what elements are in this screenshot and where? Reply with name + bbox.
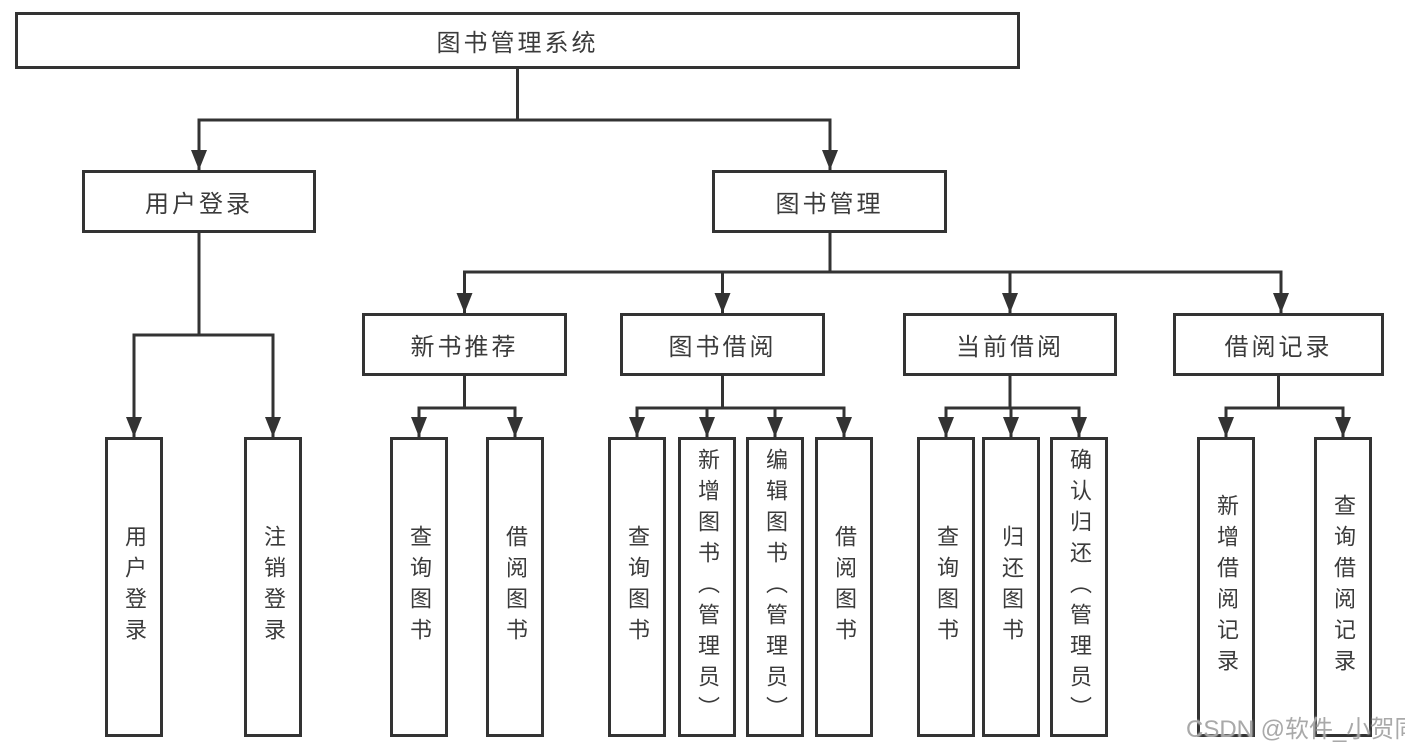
leaf-user-login-label: 用户登录 — [122, 525, 147, 649]
leaf-query-borrow-record-label: 查询借阅记录 — [1331, 494, 1356, 680]
leaf-borrow-books-label: 借阅图书 — [832, 525, 857, 649]
leaf-return-book-label: 归还图书 — [999, 525, 1024, 649]
node-borrow-record-label: 借阅记录 — [1224, 334, 1333, 361]
node-borrow-record: 借阅记录 — [1173, 313, 1384, 376]
leaf-add-borrow-record: 新增借阅记录 — [1197, 437, 1255, 737]
leaf-edit-book-admin: 编辑图书（管理员） — [746, 437, 804, 737]
node-book-management: 图书管理 — [712, 170, 947, 233]
leaf-logout-label: 注销登录 — [261, 525, 286, 649]
node-current-borrow: 当前借阅 — [903, 313, 1117, 376]
leaf-add-book-admin: 新增图书（管理员） — [678, 437, 736, 737]
leaf-confirm-return-admin: 确认归还（管理员） — [1050, 437, 1108, 737]
node-root-system: 图书管理系统 — [15, 12, 1020, 69]
leaf-edit-book-admin-label: 编辑图书（管理员） — [763, 447, 788, 727]
leaf-query-books-recommend-label: 查询图书 — [407, 525, 432, 649]
node-root-label: 图书管理系统 — [436, 30, 599, 57]
node-book-borrow: 图书借阅 — [620, 313, 825, 376]
leaf-query-books-borrow-label: 查询图书 — [625, 525, 650, 649]
leaf-query-books-recommend: 查询图书 — [390, 437, 448, 737]
leaf-borrow-books-recommend: 借阅图书 — [486, 437, 544, 737]
node-book-management-label: 图书管理 — [775, 191, 884, 218]
node-book-borrow-label: 图书借阅 — [668, 334, 777, 361]
leaf-add-borrow-record-label: 新增借阅记录 — [1214, 494, 1239, 680]
leaf-confirm-return-admin-label: 确认归还（管理员） — [1067, 447, 1092, 727]
node-user-login: 用户登录 — [82, 170, 316, 233]
node-new-book-recommend-label: 新书推荐 — [410, 334, 519, 361]
leaf-query-borrow-record: 查询借阅记录 — [1314, 437, 1372, 737]
leaf-query-books-current: 查询图书 — [917, 437, 975, 737]
leaf-borrow-books: 借阅图书 — [815, 437, 873, 737]
node-user-login-label: 用户登录 — [145, 191, 253, 218]
leaf-borrow-books-recommend-label: 借阅图书 — [503, 525, 528, 649]
csdn-watermark: CSDN @软件_小贺同学 — [1186, 716, 1405, 743]
node-new-book-recommend: 新书推荐 — [362, 313, 567, 376]
leaf-logout: 注销登录 — [244, 437, 302, 737]
leaf-query-books-borrow: 查询图书 — [608, 437, 666, 737]
leaf-return-book: 归还图书 — [982, 437, 1040, 737]
leaf-user-login: 用户登录 — [105, 437, 163, 737]
leaf-query-books-current-label: 查询图书 — [934, 525, 959, 649]
node-current-borrow-label: 当前借阅 — [956, 334, 1064, 361]
leaf-add-book-admin-label: 新增图书（管理员） — [695, 447, 720, 727]
